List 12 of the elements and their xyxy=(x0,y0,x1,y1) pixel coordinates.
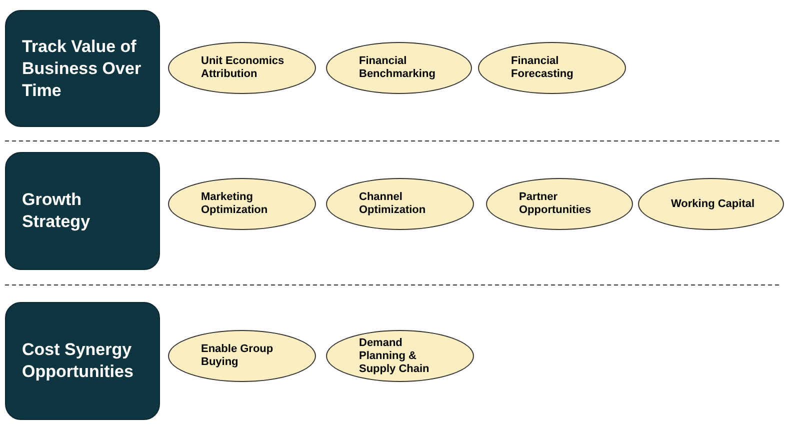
topic-oval: Enable Group Buying xyxy=(168,330,316,382)
topic-oval: Channel Optimization xyxy=(326,178,474,230)
category-box: Cost Synergy Opportunities xyxy=(5,302,160,420)
topic-oval: Partner Opportunities xyxy=(486,178,633,230)
category-box: Growth Strategy xyxy=(5,152,160,270)
topic-oval: Financial Forecasting xyxy=(478,42,626,94)
topic-oval: Marketing Optimization xyxy=(168,178,316,230)
topic-oval: Unit Economics Attribution xyxy=(168,42,316,94)
topic-oval: Financial Benchmarking xyxy=(326,42,472,94)
topic-oval: Working Capital xyxy=(638,178,784,230)
category-box: Track Value of Business Over Time xyxy=(5,10,160,127)
topic-oval: Demand Planning & Supply Chain xyxy=(326,330,474,382)
